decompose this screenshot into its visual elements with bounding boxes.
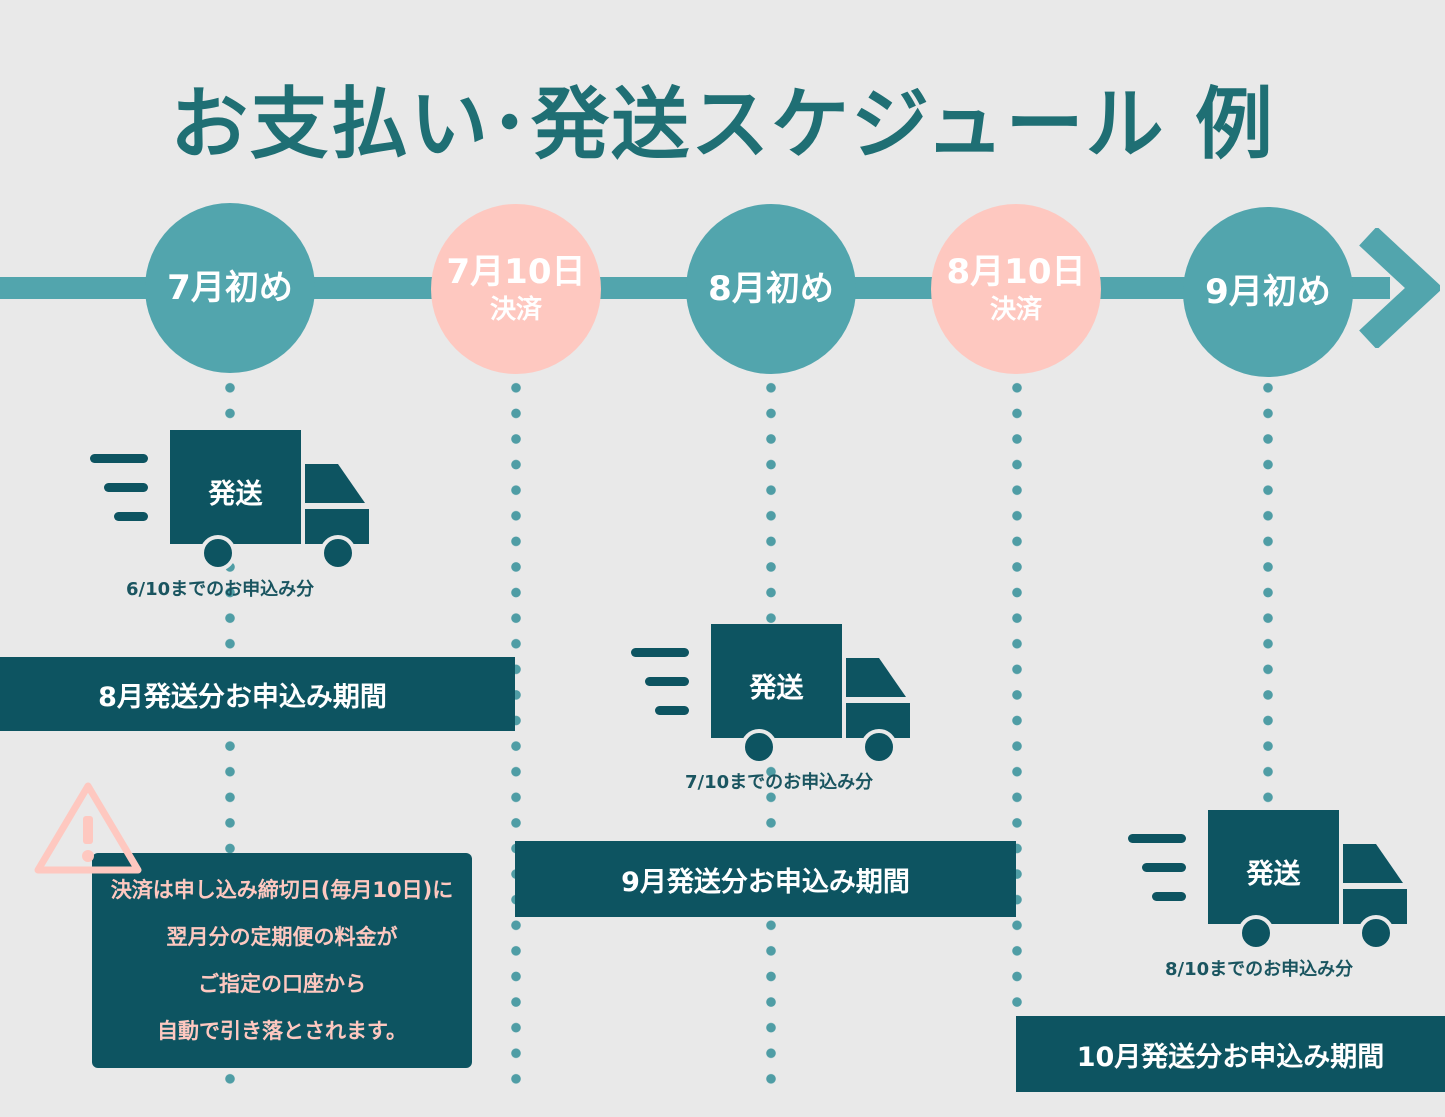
truck-icon	[631, 624, 910, 765]
shipping-truck-1: 発送	[90, 430, 380, 571]
period-band-october: 10月発送分お申込み期間	[1016, 1016, 1445, 1092]
period-label: 9月発送分お申込み期間	[621, 866, 910, 898]
order-cutoff-note: 8/10までのお申込み分	[1165, 959, 1354, 980]
order-cutoff-note: 6/10までのお申込み分	[126, 579, 315, 600]
milestone-september-early: 9月初め	[1183, 207, 1353, 377]
milestone-date: 8月10日	[946, 252, 1086, 292]
notice-line: 決済は申し込み締切日(毎月10日)に	[110, 878, 454, 903]
dotted-line-2	[511, 375, 521, 1095]
milestone-date: 9月初め	[1205, 272, 1331, 312]
milestone-date: 7月初め	[167, 268, 293, 308]
dotted-line-1	[225, 375, 235, 1095]
dotted-line-4	[1012, 375, 1022, 1015]
truck-label: 発送	[208, 479, 263, 510]
notice-line: 翌月分の定期便の料金が	[166, 925, 398, 950]
truck-icon	[1128, 810, 1407, 951]
milestone-sub: 決済	[989, 295, 1042, 325]
order-cutoff-note: 7/10までのお申込み分	[685, 772, 874, 793]
notice-line: ご指定の口座から	[198, 971, 366, 996]
shipping-truck-3: 発送	[1128, 810, 1418, 951]
dotted-line-5	[1263, 375, 1273, 805]
payment-notice: 決済は申し込み締切日(毎月10日)に 翌月分の定期便の料金が ご指定の口座から …	[92, 853, 472, 1068]
milestone-july-10: 7月10日 決済	[431, 204, 601, 374]
period-band-september: 9月発送分お申込み期間	[515, 841, 1016, 917]
milestone-date: 7月10日	[446, 252, 586, 292]
shipping-truck-2: 発送	[631, 624, 921, 765]
milestone-sub: 決済	[489, 295, 542, 325]
period-label: 10月発送分お申込み期間	[1076, 1041, 1385, 1073]
timeline-arrow-icon	[1359, 228, 1440, 348]
warning-icon	[34, 782, 142, 874]
milestone-august-10: 8月10日 決済	[931, 204, 1101, 374]
milestone-date: 8月初め	[708, 269, 834, 309]
notice-line: 自動で引き落とされます。	[157, 1018, 407, 1043]
truck-icon	[90, 430, 369, 571]
truck-label: 発送	[749, 673, 804, 704]
milestone-august-early: 8月初め	[686, 204, 856, 374]
period-band-august: 8月発送分お申込み期間	[0, 657, 515, 731]
period-label: 8月発送分お申込み期間	[98, 681, 387, 713]
page-title: お支払い･発送スケジュール 例	[170, 80, 1275, 170]
truck-label: 発送	[1246, 859, 1301, 890]
milestone-july-early: 7月初め	[145, 203, 315, 373]
